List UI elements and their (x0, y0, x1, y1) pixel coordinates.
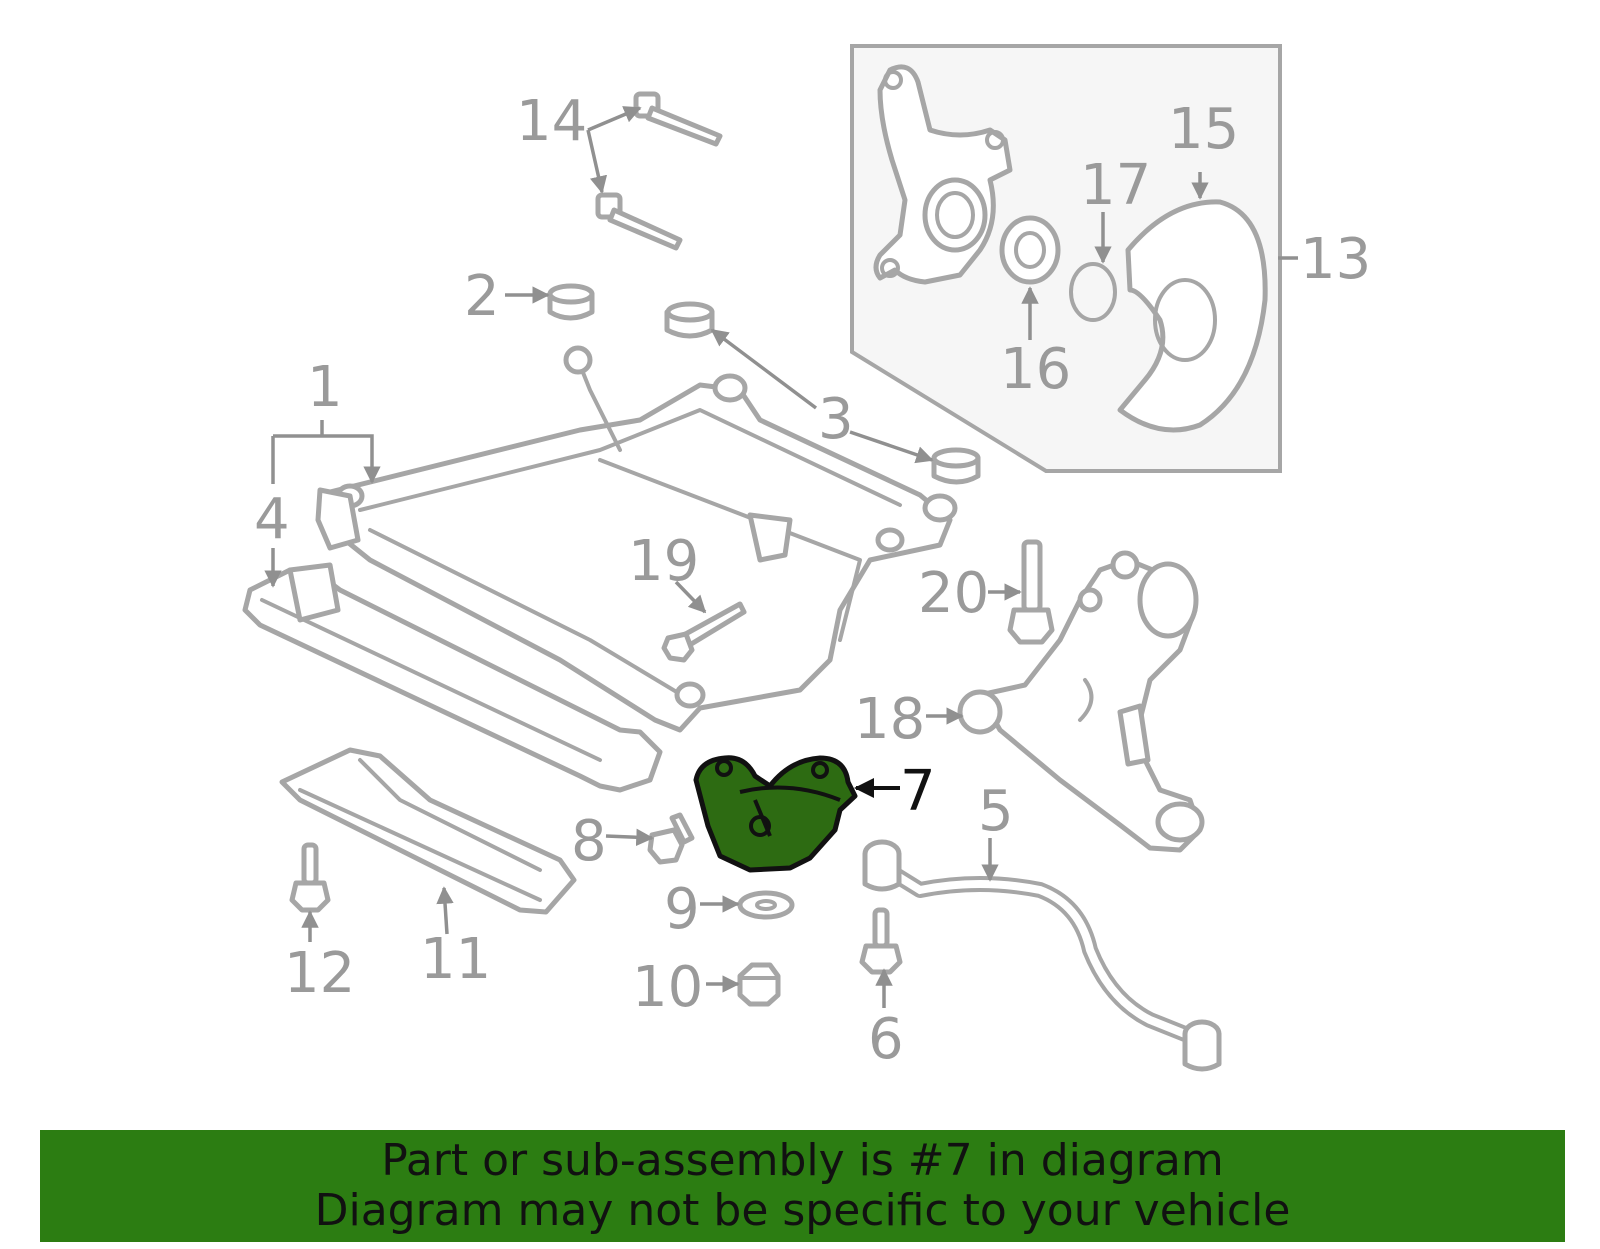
callout-16: 16 (1000, 337, 1071, 402)
callout-19: 19 (628, 529, 699, 594)
stabilizer-bar (862, 839, 1222, 1072)
callout-12: 12 (284, 941, 355, 1006)
highlighted-bracket-part-7[interactable] (693, 755, 858, 873)
leader-lines (264, 106, 1298, 1008)
callout-2: 2 (464, 264, 500, 329)
front-subframe (315, 345, 958, 733)
reinforcement-plate (279, 747, 577, 915)
callout-17: 17 (1080, 153, 1151, 218)
bolt-lower (595, 192, 683, 251)
callout-8: 8 (571, 809, 607, 874)
bushing-3-bottom (931, 447, 981, 485)
steering-knuckle (873, 64, 1013, 285)
bushing-2 (547, 283, 595, 321)
dust-shield (1117, 199, 1268, 433)
callout-labels: 1 2 3 4 5 6 7 8 9 10 11 12 13 14 15 16 1… (254, 89, 1371, 1072)
callout-7: 7 (900, 759, 936, 824)
bolt-8 (647, 812, 695, 865)
callout-1: 1 (307, 355, 343, 420)
bolt-6 (859, 907, 903, 975)
lower-control-arm (957, 550, 1205, 853)
callout-20: 20 (918, 561, 989, 626)
callout-4: 4 (254, 487, 290, 552)
callout-18: 18 (854, 687, 925, 752)
callout-11: 11 (420, 927, 491, 992)
banner-line-part: Part or sub-assembly is #7 in diagram (381, 1135, 1224, 1186)
washer-9 (737, 890, 795, 920)
nut-10 (737, 962, 781, 1007)
parts-diagram: 1 2 3 4 5 6 7 8 9 10 11 12 13 14 15 16 1… (242, 44, 1371, 1072)
bolt-12 (289, 842, 331, 913)
bolt-upper (633, 91, 723, 147)
bushing-3-top (664, 301, 715, 339)
callout-3: 3 (818, 387, 854, 452)
callout-10: 10 (632, 955, 703, 1020)
callout-5: 5 (978, 779, 1014, 844)
banner-line-disclaimer: Diagram may not be specific to your vehi… (314, 1185, 1291, 1236)
callout-6: 6 (868, 1007, 904, 1072)
bolt-19 (661, 601, 747, 663)
wheel-bearing (999, 215, 1061, 285)
snap-ring (1069, 262, 1117, 322)
bolt-20 (1007, 539, 1055, 645)
callout-9: 9 (664, 877, 700, 942)
front-crossmember (242, 562, 663, 793)
callout-13: 13 (1300, 227, 1371, 292)
info-banner: Part or sub-assembly is #7 in diagram Di… (40, 1130, 1565, 1242)
callout-15: 15 (1168, 97, 1239, 162)
callout-14: 14 (516, 89, 587, 154)
